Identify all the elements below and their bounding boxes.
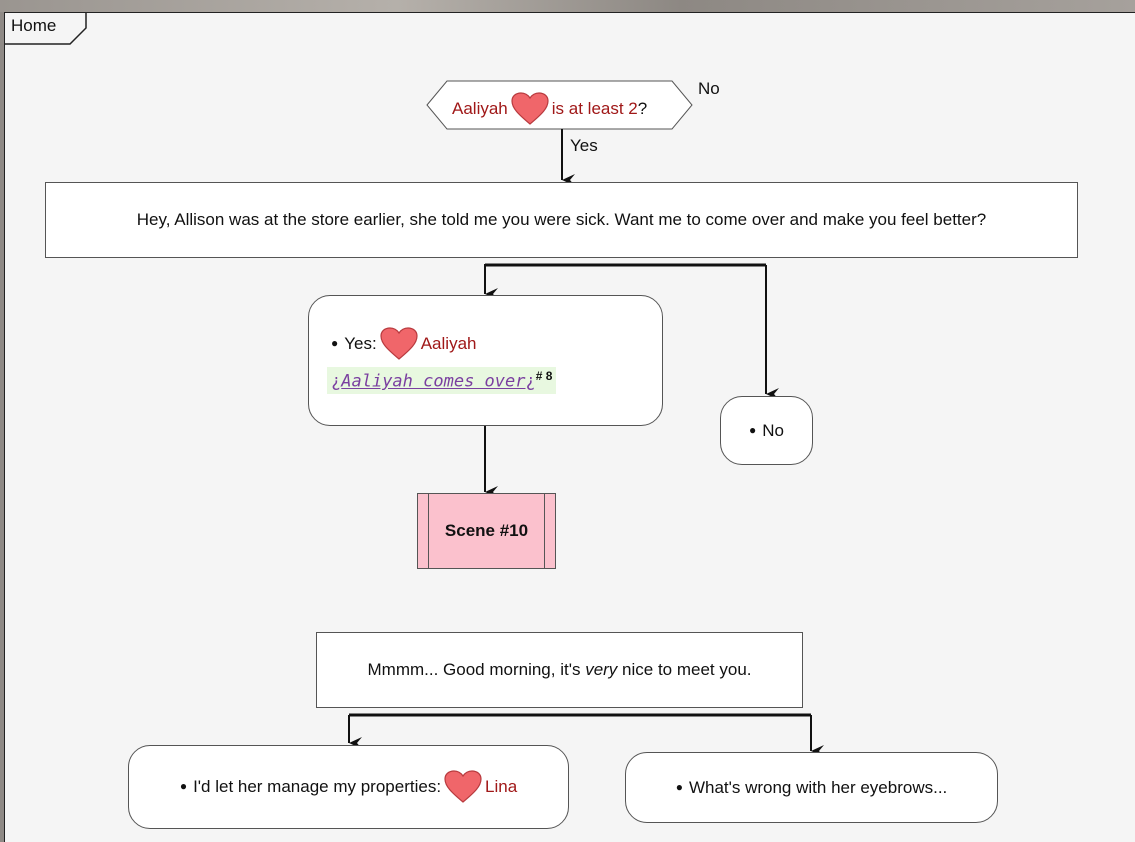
- background-strip: [0, 0, 1135, 12]
- choice-lina[interactable]: I'd let her manage my properties: Lina: [128, 745, 569, 829]
- heart-icon: [380, 327, 418, 360]
- choice-yes-line: Yes: Aaliyah: [331, 327, 476, 361]
- dialogue-2-emphasis: very: [585, 660, 618, 679]
- variable-link[interactable]: Aaliyah comes over: [341, 371, 526, 392]
- decision-character: Aaliyah: [452, 99, 508, 118]
- code-open-mark: ¿: [331, 371, 342, 392]
- home-tab-label: Home: [11, 16, 57, 35]
- dialogue-1-text: Hey, Allison was at the store earlier, s…: [136, 210, 987, 229]
- choice-lina-prefix: I'd let her manage my properties:: [180, 777, 441, 797]
- heart-icon: [444, 770, 482, 803]
- choice-yes-prefix: Yes:: [331, 334, 376, 354]
- code-close-mark: ¿: [525, 371, 536, 392]
- choice-yes-aaliyah[interactable]: Yes: Aaliyah ¿Aaliyah comes over¿# 8: [308, 295, 663, 426]
- dialogue-2-text: Mmmm... Good morning, it's very nice to …: [367, 660, 752, 679]
- decision-question-mark: ?: [637, 99, 648, 118]
- choice-lina-character: Lina: [485, 777, 518, 796]
- variable-set-line: ¿Aaliyah comes over¿# 8: [327, 367, 557, 394]
- heart-icon: [511, 92, 549, 125]
- choice-eyebrows-label: What's wrong with her eyebrows...: [676, 778, 947, 798]
- scene-label: Scene #10: [444, 521, 529, 540]
- reference-number: # 8: [535, 369, 553, 384]
- scene-node[interactable]: Scene #10: [417, 493, 556, 569]
- home-tab[interactable]: Home: [4, 12, 56, 47]
- decision-no-label: No: [698, 79, 720, 98]
- dialogue-box-2[interactable]: Mmmm... Good morning, it's very nice to …: [316, 632, 803, 708]
- decision-condition: is at least 2: [551, 99, 638, 118]
- choice-no[interactable]: No: [720, 396, 813, 465]
- choice-eyebrows[interactable]: What's wrong with her eyebrows...: [625, 752, 998, 823]
- decision-yes-label: Yes: [570, 136, 598, 155]
- choice-yes-character: Aaliyah: [420, 334, 477, 354]
- decision-node[interactable]: Aaliyah is at least 2?: [452, 92, 647, 126]
- choice-no-label: No: [749, 421, 784, 441]
- dialogue-box-1[interactable]: Hey, Allison was at the store earlier, s…: [45, 182, 1078, 258]
